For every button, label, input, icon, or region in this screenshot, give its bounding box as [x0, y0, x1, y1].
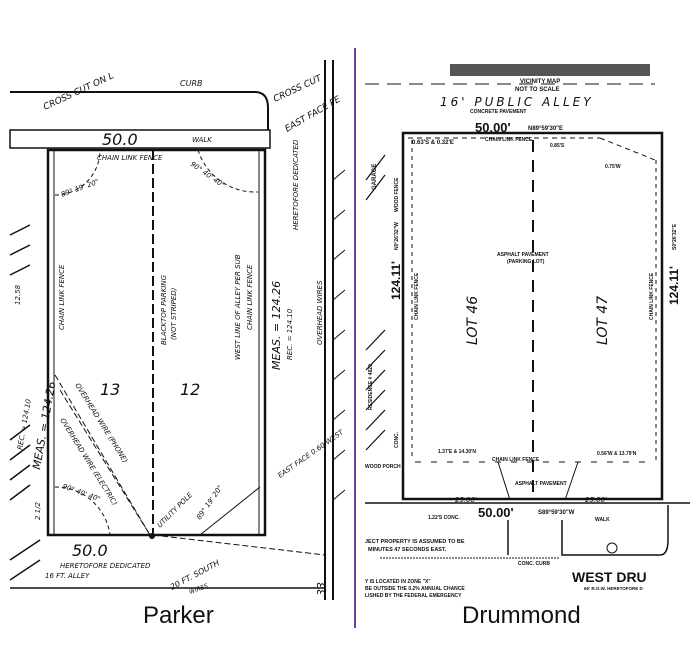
lot-47-label: LOT 47 [595, 296, 611, 345]
lot-boundary [46, 148, 267, 537]
panel-divider [354, 48, 356, 628]
label: 0.56'W & 13.79'N [597, 451, 637, 457]
note: MINUTES 47 SECONDS EAST. [368, 547, 447, 553]
label: REC. = 124.10 [286, 308, 294, 360]
hatch-right [332, 169, 346, 501]
label: CHAIN LINK FENCE [246, 264, 254, 330]
label: ASPHALT PAVEMENT [515, 481, 567, 487]
label: VICINITY MAP [520, 79, 560, 85]
label: NOT TO SCALE [515, 87, 560, 93]
label: WEST LINE OF ALLEY PER SUB [234, 254, 242, 360]
label: 0.63'S & 0.32'E [412, 140, 454, 146]
label: 25.00' [455, 496, 477, 504]
caption-drummond: Drummond [462, 602, 581, 629]
parker-survey: CROSS CUT ON L CURB CROSS CUT EAST FACE … [9, 60, 346, 600]
label: S89°59'30"W [538, 510, 575, 516]
label: CHAIN LINK FENCE [414, 272, 420, 320]
note: JECT PROPERTY IS ASSUMED TO BE [365, 539, 465, 545]
label: (NOT STRIPED) [170, 287, 178, 340]
label: CHAIN LINK FENCE [97, 154, 163, 162]
note: BE OUTSIDE THE 0.2% ANNUAL CHANCE [365, 586, 465, 592]
lot-46-label: LOT 46 [465, 296, 481, 345]
right-dimension: 124.11' [667, 266, 681, 305]
label: OVERHEAD WIRES [316, 280, 324, 345]
vicinity-map-bar [450, 64, 650, 76]
label: WOOD FENCE [394, 177, 400, 212]
label: 0.85'S [550, 143, 565, 149]
note: LISHED BY THE FEDERAL EMERGENCY [365, 593, 462, 599]
label: CONC. [394, 431, 400, 448]
lot-boundary [401, 131, 664, 501]
label: S0°26'32"E [672, 223, 678, 250]
label: ASPHALT PAVEMENT [497, 252, 549, 258]
top-dimension: 50.00' [475, 120, 511, 135]
label: 89° 19' 20" [195, 484, 224, 521]
drummond-survey: VICINITY MAP NOT TO SCALE 16' PUBLIC ALL… [365, 64, 690, 599]
label: GARAGE [372, 164, 378, 190]
hatch-left [9, 224, 41, 581]
label: 90° 40' 40" [61, 482, 101, 503]
label: BLACKTOP PARKING [160, 274, 168, 345]
label: 16 FT. ALLEY [45, 572, 90, 580]
label: CHAIN LINK FENCE [492, 457, 540, 463]
label: WIRES [188, 583, 209, 596]
label: UTILITY POLE [156, 491, 195, 530]
label: WOOD PORCH [365, 464, 401, 470]
street-name: WEST DRU [572, 569, 647, 585]
right-dimension: MEAS. = 124.26 [270, 281, 283, 370]
label: 33 [315, 582, 328, 596]
lot-12-label: 12 [180, 380, 200, 399]
label: 1.37'E & 14.30'N [438, 449, 476, 455]
utility-pole-icon [149, 533, 155, 539]
label: 1.22'S CONC. [428, 515, 460, 521]
label: N89°59'30"E [528, 126, 563, 132]
label: N0°26'32"W [394, 222, 400, 250]
walk-band [9, 129, 271, 149]
label: EAST FACE 0.60 WEST [277, 428, 346, 480]
label: 25.00' [585, 496, 607, 504]
light-icon [606, 542, 618, 554]
label: WALK [595, 517, 610, 523]
label: RESIDENCE # 4820 [368, 364, 374, 410]
label: CONC. CURB [518, 561, 550, 567]
label: 0.75'W [605, 164, 621, 170]
label: HERETOFORE DEDICATED [60, 562, 151, 570]
curb-line [10, 91, 269, 130]
caption-parker: Parker [143, 602, 214, 629]
label: 90° 40' 40" [189, 160, 226, 189]
label: 12.58 [14, 284, 22, 305]
label: 66' R.O.W. HERETOFORE D [584, 586, 643, 591]
label: CROSS CUT [272, 73, 325, 105]
driveway [507, 505, 669, 556]
label: 2 1/2 [34, 502, 42, 520]
label: WALK [192, 136, 213, 144]
bottom-dimension: 50.0 [72, 541, 108, 560]
hatch-left [365, 154, 386, 451]
note: Y IS LOCATED IN ZONE "X" [365, 579, 431, 585]
alley-label: 16' PUBLIC ALLEY [440, 95, 594, 109]
top-dimension: 50.0 [102, 130, 138, 149]
label: 89° 19' 20" [60, 178, 100, 199]
label: HERETOFORE DEDICATED [292, 139, 300, 230]
label: CONCRETE PAVEMENT [470, 109, 526, 115]
label: (PARKING LOT) [507, 259, 545, 265]
label: CHAIN LINK FENCE [649, 272, 655, 320]
label: CHAIN LINK FENCE [485, 137, 533, 143]
bottom-dimension: 50.00' [478, 505, 514, 520]
label: CURB [180, 79, 203, 88]
lot-13-label: 13 [100, 380, 120, 399]
label: CHAIN LINK FENCE [58, 264, 66, 330]
label: REC. = 124.10 [16, 398, 33, 450]
left-dimension: 124.11' [389, 261, 403, 300]
